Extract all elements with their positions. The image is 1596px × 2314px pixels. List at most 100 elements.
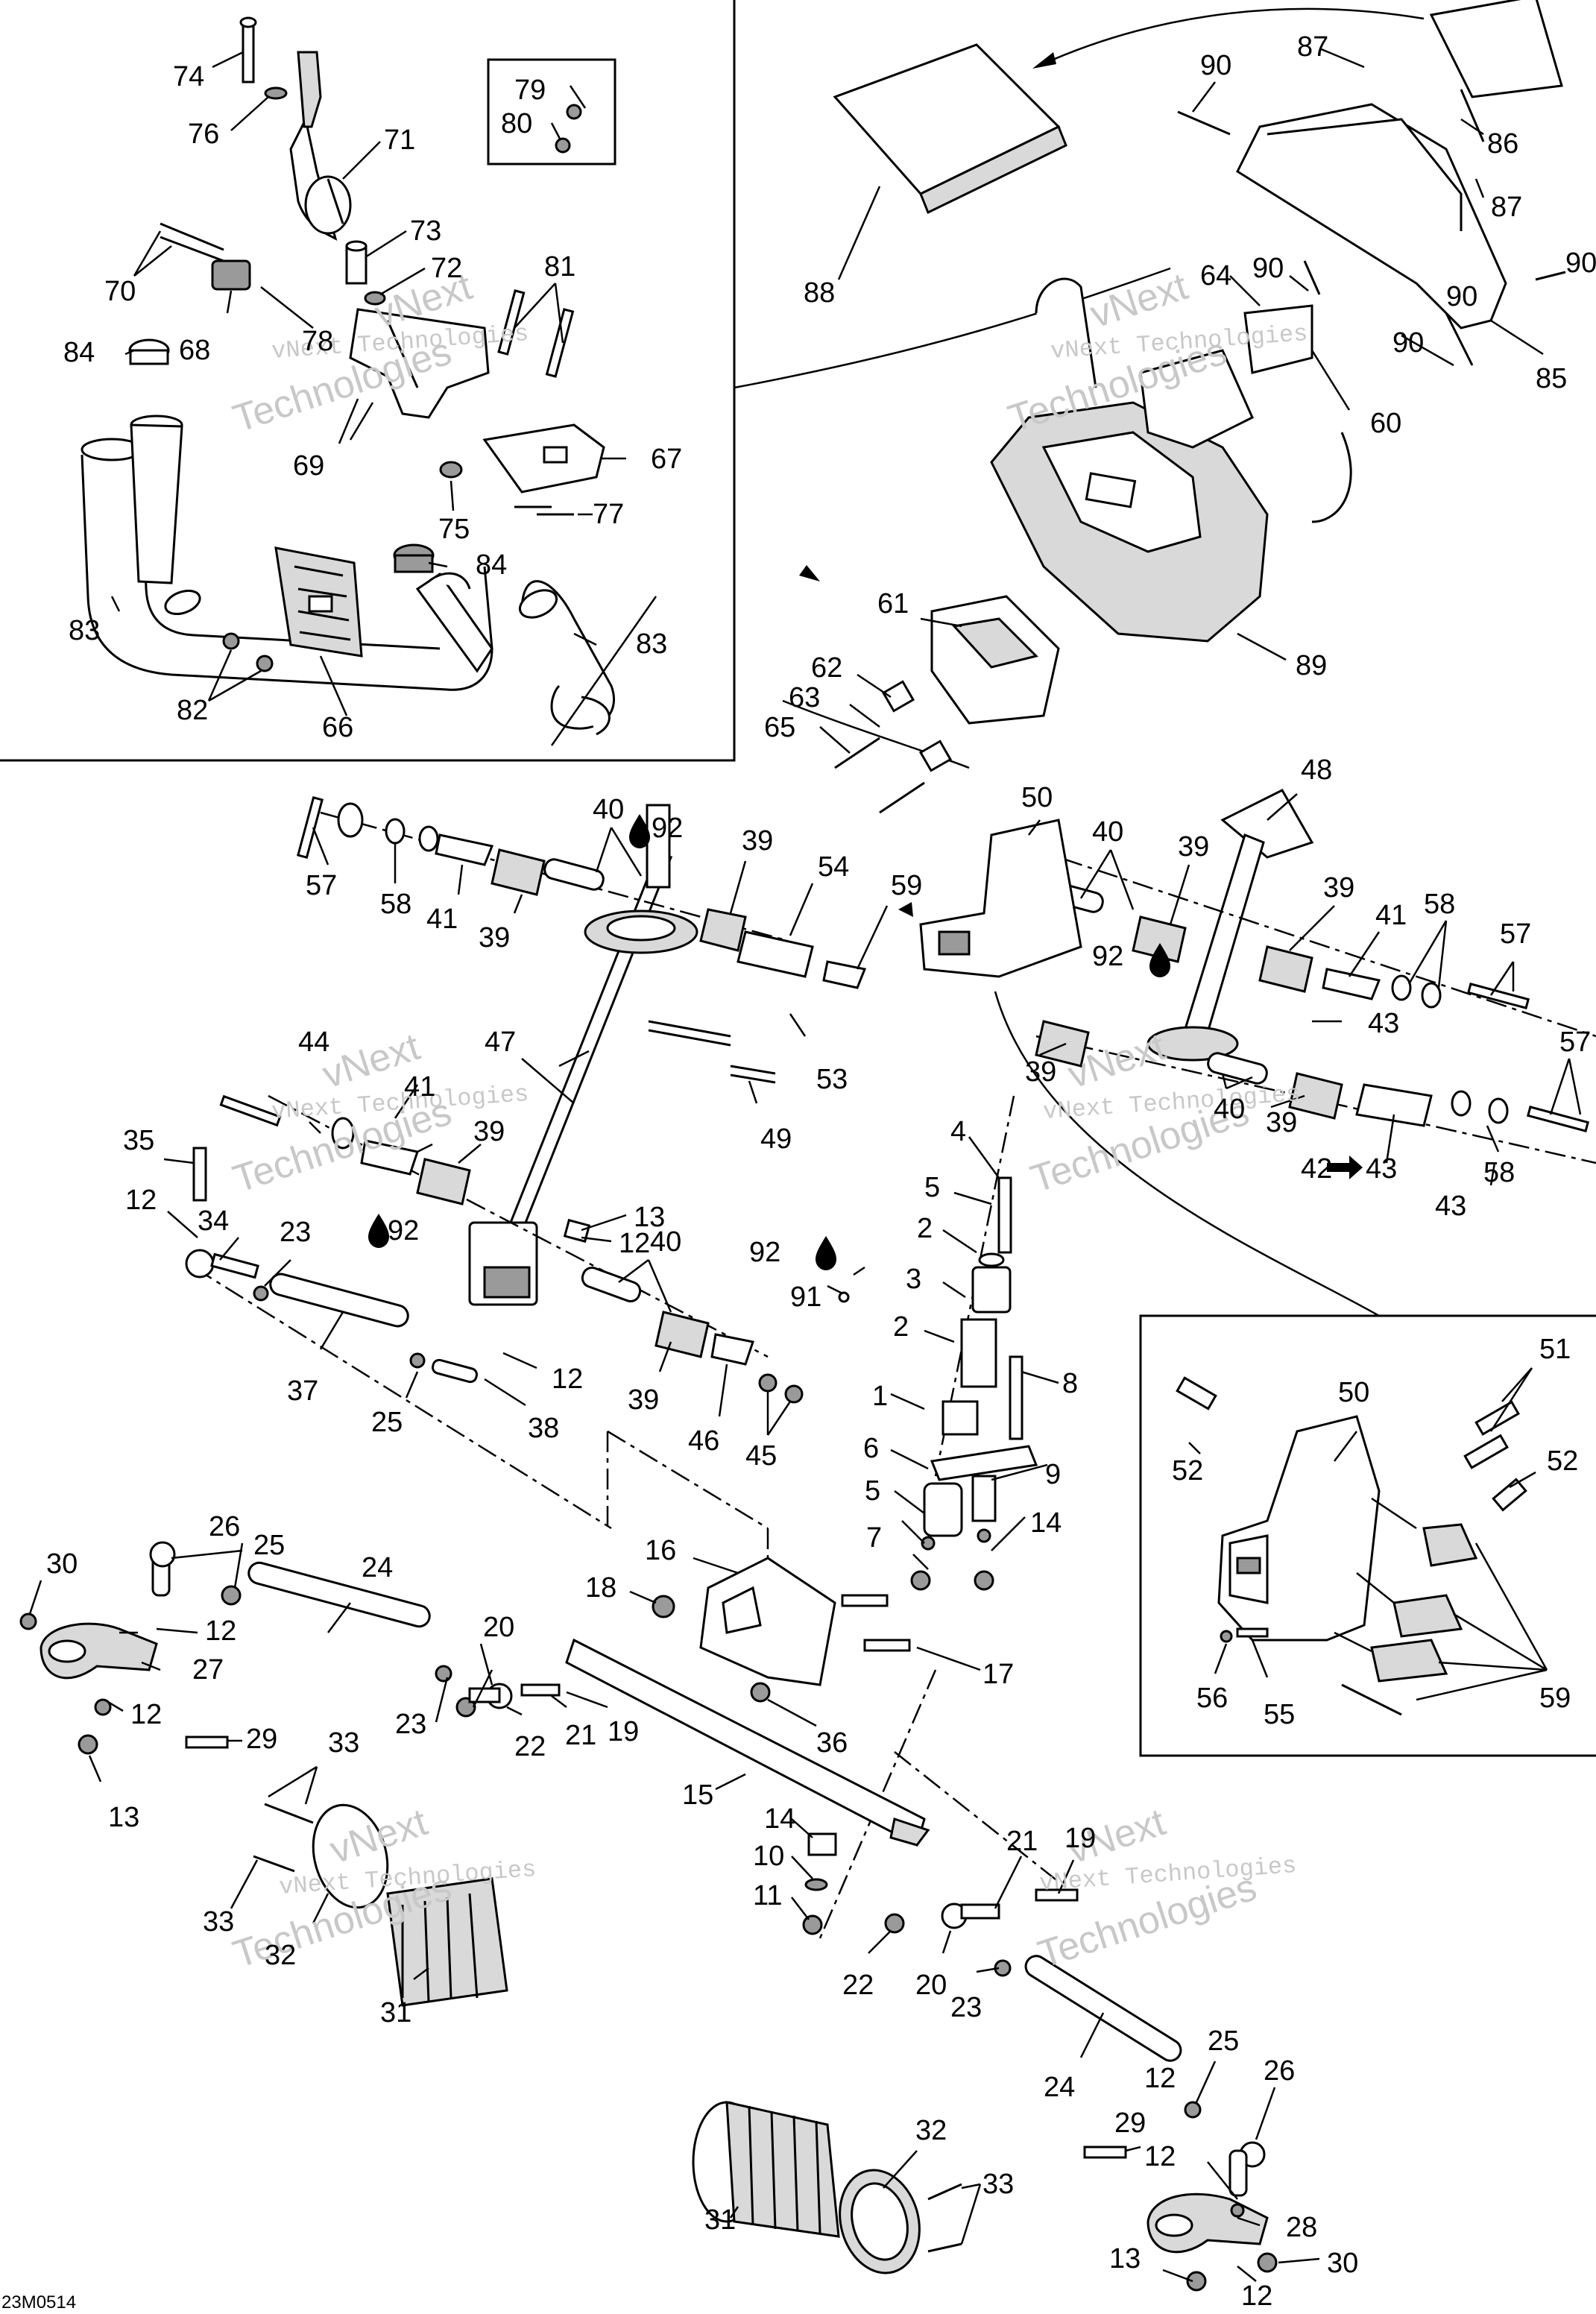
callout-label: 35 bbox=[123, 1125, 154, 1156]
callout-label: 57 bbox=[1500, 918, 1531, 950]
callout-label: 12 bbox=[130, 1699, 162, 1730]
callout-label: 84 bbox=[63, 337, 95, 368]
callout-label: 20 bbox=[915, 1970, 947, 2001]
callout-label: 44 bbox=[298, 1027, 329, 1058]
callout-label: 12 bbox=[1144, 2141, 1176, 2172]
handlebar-assembly bbox=[81, 16, 616, 736]
callout-label: 30 bbox=[1327, 2248, 1358, 2279]
callout-label: 29 bbox=[1114, 2107, 1146, 2139]
callout-label: 12 bbox=[205, 1615, 236, 1647]
callout-label: 41 bbox=[404, 1071, 435, 1103]
callout-label: 53 bbox=[816, 1064, 848, 1095]
callout-label: 79 bbox=[514, 75, 546, 106]
steering-column-assembly bbox=[19, 789, 1596, 2292]
callout-label: 13 bbox=[634, 1202, 665, 1233]
callout-label: 75 bbox=[438, 514, 470, 545]
leader-lines bbox=[28, 47, 1582, 2283]
callout-label: 1 bbox=[872, 1381, 888, 1412]
callout-label: 67 bbox=[651, 444, 682, 475]
callout-label: 33 bbox=[328, 1727, 359, 1759]
callout-label: 51 bbox=[1539, 1334, 1571, 1365]
callout-label: 90 bbox=[1392, 327, 1424, 359]
callout-label: 47 bbox=[485, 1027, 516, 1058]
display-link-curve bbox=[1035, 7, 1425, 69]
callout-label: 5 bbox=[924, 1172, 940, 1203]
callout-label: 9 bbox=[1045, 1459, 1061, 1490]
callout-label: 25 bbox=[1208, 2025, 1239, 2057]
watermark-text: vNext bbox=[1085, 265, 1193, 336]
callout-label: 26 bbox=[209, 1511, 240, 1542]
callout-label: 25 bbox=[371, 1407, 403, 1438]
callout-label: 42 bbox=[1301, 1153, 1332, 1185]
callout-label: 41 bbox=[1375, 900, 1407, 931]
callout-label: 22 bbox=[514, 1731, 546, 1762]
callout-label: 62 bbox=[811, 652, 842, 684]
callout-label: 39 bbox=[1178, 831, 1209, 863]
callout-label: 34 bbox=[198, 1205, 229, 1237]
callout-label: 12 bbox=[1144, 2063, 1176, 2094]
callout-label: 84 bbox=[476, 549, 507, 581]
callout-label: 39 bbox=[1025, 1056, 1056, 1088]
callout-label: 22 bbox=[842, 1970, 874, 2001]
callout-label: 61 bbox=[877, 588, 909, 620]
callout-label: 37 bbox=[287, 1375, 318, 1407]
detail-link-curve-3 bbox=[782, 699, 970, 769]
callout-label: 58 bbox=[380, 889, 411, 920]
drawing-code: 23M0514 bbox=[1, 2292, 76, 2313]
callout-label: 13 bbox=[1109, 2243, 1141, 2274]
callout-label: 23 bbox=[280, 1217, 311, 1248]
callout-label: 20 bbox=[483, 1612, 514, 1643]
callout-label: 87 bbox=[1297, 31, 1328, 63]
callout-label: 12 bbox=[125, 1185, 157, 1216]
callout-label: 72 bbox=[431, 253, 462, 284]
callout-label: 31 bbox=[704, 2204, 736, 2236]
callout-label: 19 bbox=[1064, 1823, 1096, 1854]
callout-label: 50 bbox=[1338, 1377, 1369, 1408]
detail-link-curve bbox=[734, 267, 1171, 389]
callout-label: 12 bbox=[552, 1364, 583, 1395]
callout-label: 90 bbox=[1252, 253, 1284, 284]
detail-link-curve-2 bbox=[994, 991, 1380, 1317]
callout-label: 43 bbox=[1435, 1191, 1466, 1222]
callouts: 74 76 71 73 72 70 68 84 78 69 81 79 80 6… bbox=[46, 31, 1596, 2312]
callout-label: 57 bbox=[306, 870, 337, 901]
callout-label: 59 bbox=[1539, 1683, 1571, 1714]
callout-label: 25 bbox=[253, 1530, 285, 1561]
callout-label: 60 bbox=[1370, 408, 1401, 439]
callout-label: 58 bbox=[1483, 1157, 1515, 1188]
callout-label: 74 bbox=[173, 61, 204, 92]
callout-label: 83 bbox=[69, 615, 100, 646]
callout-label: 52 bbox=[1547, 1446, 1578, 1477]
callout-label: 38 bbox=[528, 1413, 559, 1444]
callout-label: 29 bbox=[246, 1724, 277, 1755]
callout-label: 78 bbox=[302, 326, 333, 357]
callout-label: 16 bbox=[645, 1535, 676, 1566]
callout-label: 3 bbox=[906, 1264, 921, 1295]
callout-label: 24 bbox=[362, 1552, 393, 1583]
callout-label: 88 bbox=[804, 277, 835, 309]
callout-label: 23 bbox=[950, 1992, 982, 2023]
callout-label: 40 bbox=[593, 794, 624, 825]
callout-label: 90 bbox=[1446, 281, 1477, 312]
callout-label: 14 bbox=[764, 1803, 795, 1835]
callout-label: 11 bbox=[753, 1880, 782, 1911]
nut-detail-box bbox=[487, 58, 616, 165]
lubricant-drop-icons bbox=[368, 814, 1170, 1270]
callout-label: 43 bbox=[1368, 1008, 1399, 1039]
callout-label: 30 bbox=[46, 1548, 78, 1580]
callout-label: 73 bbox=[410, 215, 441, 247]
callout-label: 36 bbox=[816, 1727, 848, 1759]
callout-label: 65 bbox=[764, 712, 795, 743]
callout-label: 54 bbox=[818, 851, 849, 883]
callout-label: 89 bbox=[1296, 650, 1327, 681]
callout-label: 77 bbox=[593, 499, 624, 530]
callout-label: 39 bbox=[1266, 1107, 1297, 1138]
callout-label: 18 bbox=[585, 1572, 616, 1604]
callout-label: 52 bbox=[1172, 1455, 1203, 1487]
cover-plate-detail-frame bbox=[1139, 1314, 1596, 1757]
cover-plate-detail bbox=[1176, 1376, 1527, 1716]
callout-label: 26 bbox=[1264, 2055, 1295, 2087]
callout-label: 4 bbox=[950, 1116, 966, 1147]
callout-label: 86 bbox=[1487, 128, 1518, 160]
callout-label: 87 bbox=[1491, 192, 1522, 223]
